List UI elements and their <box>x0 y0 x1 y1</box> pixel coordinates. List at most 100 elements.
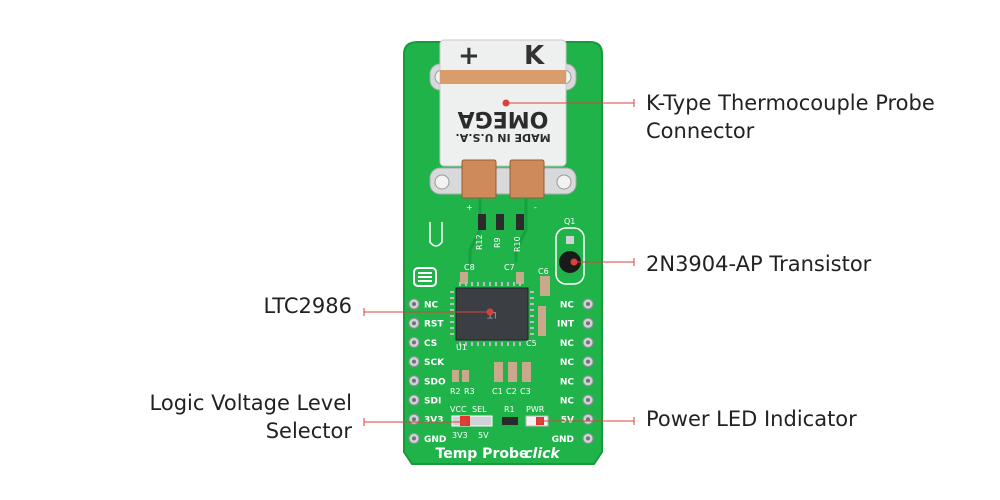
silk-r9: R9 <box>493 237 502 248</box>
left-pin-hole-0 <box>412 302 416 306</box>
left-pin-hole-6 <box>412 417 416 422</box>
resistor-r1 <box>502 417 518 425</box>
left-pin-hole-7 <box>412 436 416 441</box>
silk-u1: U1 <box>456 343 467 352</box>
silk-r1: R1 <box>504 405 515 414</box>
left-pin-label-5: SDI <box>424 397 441 407</box>
silk-c7: C7 <box>504 263 515 272</box>
right-pin-hole-2 <box>586 340 590 345</box>
silk-c6: C6 <box>538 267 549 276</box>
board-suffix: click <box>524 446 561 462</box>
transistor-q1 <box>559 251 581 273</box>
silk-c8: C8 <box>464 263 475 272</box>
left-pin-hole-3 <box>412 359 416 364</box>
resistor-r3 <box>462 370 469 382</box>
right-pin-label-4: NC <box>560 377 575 387</box>
silk-c5: C5 <box>526 339 537 348</box>
silk-r2: R2 <box>450 387 461 396</box>
connector-copper-band <box>440 70 566 84</box>
mount-hole-bottom-left <box>434 174 450 190</box>
callout-power-line1: Power LED Indicator <box>646 407 857 431</box>
callout-connector: K-Type Thermocouple Probe Connector <box>646 89 935 145</box>
silk-sel: SEL <box>472 405 487 414</box>
capacitor-c1 <box>494 362 503 382</box>
silk-minus: - <box>534 203 537 212</box>
callout-dot-ltc <box>486 308 494 316</box>
silk-vcc: VCC <box>450 405 467 414</box>
resistor-r10 <box>516 214 524 230</box>
callout-ltc: LTC2986 <box>263 292 352 320</box>
callout-dot-voltage <box>460 418 468 426</box>
right-pin-label-5: NC <box>560 397 575 407</box>
right-pin-hole-0 <box>586 302 590 306</box>
left-pin-hole-2 <box>412 340 416 345</box>
silk-plus: + <box>466 203 473 212</box>
capacitor-c8 <box>460 272 468 284</box>
callout-voltage-line1: Logic Voltage Level <box>149 391 352 415</box>
right-pin-hole-4 <box>586 378 590 383</box>
click-logo-icon <box>413 267 437 287</box>
callout-connector-line1: K-Type Thermocouple Probe <box>646 91 935 115</box>
capacitor-c3 <box>522 362 531 382</box>
callout-dot-transistor <box>570 258 578 266</box>
connector-origin: MADE IN U.S.A. <box>455 131 550 144</box>
callout-dot-power <box>536 417 544 425</box>
callout-ltc-line1: LTC2986 <box>263 294 352 318</box>
capacitor-c6 <box>540 276 550 296</box>
connector-pin-plus <box>461 159 497 199</box>
right-pin-hole-7 <box>586 436 590 441</box>
left-pin-label-4: SDO <box>424 377 446 387</box>
callout-power: Power LED Indicator <box>646 405 857 433</box>
silk-pwr: PWR <box>526 405 545 414</box>
resistor-r2 <box>452 370 459 382</box>
board-name: Temp Probe <box>436 446 529 462</box>
callout-dot-connector <box>502 99 510 107</box>
silk-5v: 5V <box>478 431 489 440</box>
right-pin-label-3: NC <box>560 358 575 368</box>
right-pin-hole-3 <box>586 359 590 364</box>
silk-c2: C2 <box>506 387 517 396</box>
resistor-r12 <box>478 214 486 230</box>
silk-c3: C3 <box>520 387 531 396</box>
capacitor-c2 <box>508 362 517 382</box>
thermometer-logo-icon <box>429 222 443 247</box>
right-pin-hole-5 <box>586 398 590 402</box>
trace-2 <box>514 198 528 262</box>
connector-brand: OMEGA <box>458 106 549 131</box>
silk-3v3: 3V3 <box>452 431 468 440</box>
capacitor-c7 <box>516 272 524 284</box>
mount-hole-bottom-right <box>556 174 572 190</box>
left-pin-label-0: NC <box>424 301 439 311</box>
resistor-r9 <box>496 214 504 230</box>
left-pin-label-2: CS <box>424 339 437 349</box>
left-pin-label-3: SCK <box>424 358 445 368</box>
silk-r10: R10 <box>513 236 522 252</box>
right-pin-label-7: GND <box>552 435 574 445</box>
connector-plate-bottom <box>429 167 577 195</box>
silk-q1: Q1 <box>564 217 575 226</box>
right-pin-hole-1 <box>586 321 590 326</box>
left-pin-label-7: GND <box>424 435 446 445</box>
right-pin-label-2: NC <box>560 339 575 349</box>
connector-k-mark: K <box>524 41 545 71</box>
voltage-selector-jumper <box>451 415 493 427</box>
right-pin-hole-6 <box>586 417 590 422</box>
silk-c1: C1 <box>492 387 503 396</box>
callout-transistor-line1: 2N3904-AP Transistor <box>646 252 872 276</box>
capacitor-c5 <box>538 306 546 336</box>
left-pin-hole-4 <box>412 378 416 383</box>
callout-voltage-line2: Selector <box>265 419 352 443</box>
silk-r12: R12 <box>475 234 484 250</box>
callout-voltage: Logic Voltage Level Selector <box>150 389 352 445</box>
left-pin-hole-1 <box>412 321 416 326</box>
left-pin-hole-5 <box>412 398 416 402</box>
callout-connector-line2: Connector <box>646 119 755 143</box>
silk-r3: R3 <box>464 387 475 396</box>
right-pin-label-1: INT <box>557 320 575 330</box>
left-pin-label-6: 3V3 <box>424 416 444 426</box>
left-pin-label-1: RST <box>424 320 444 330</box>
connector-plus-mark: + <box>458 41 480 71</box>
callout-transistor: 2N3904-AP Transistor <box>646 250 871 278</box>
